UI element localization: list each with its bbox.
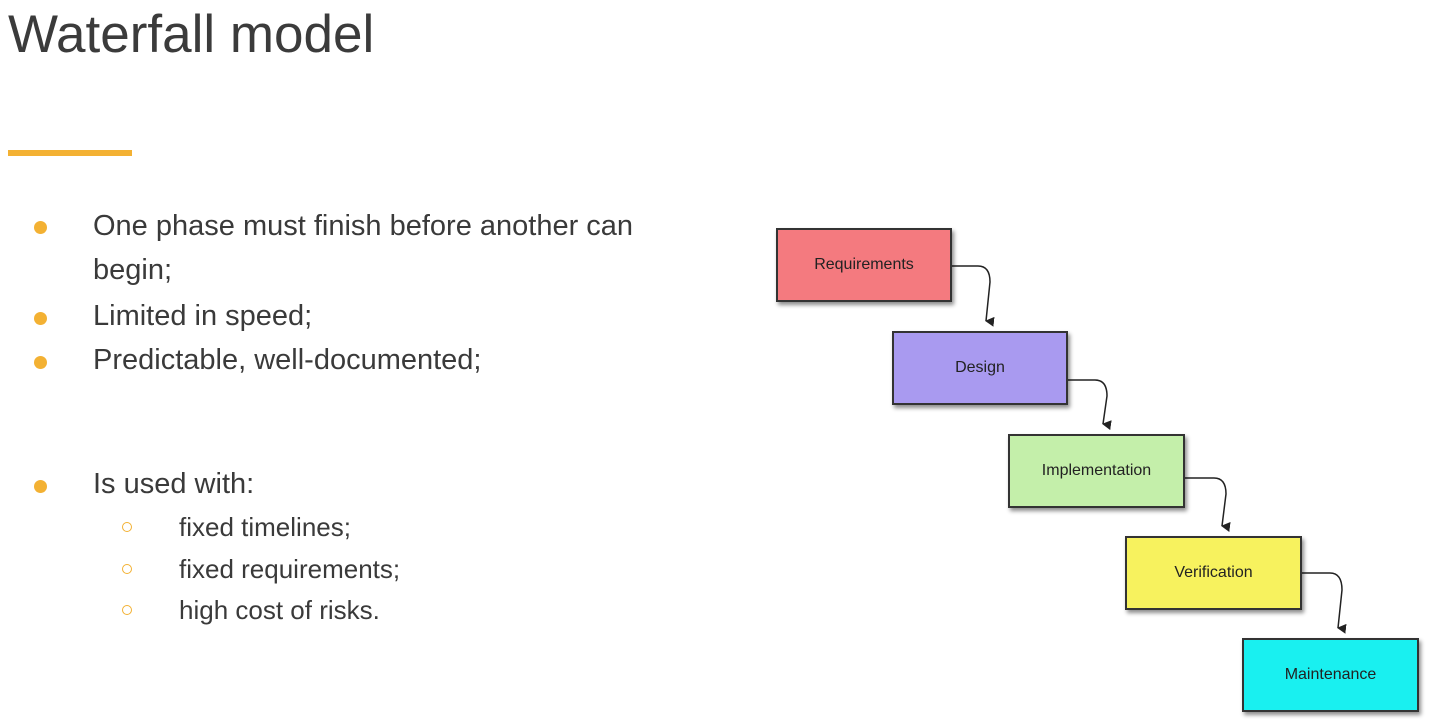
stage-label: Requirements	[814, 256, 914, 273]
flow-arrow	[1185, 477, 1231, 532]
flow-arrow	[951, 265, 995, 327]
bullet-text: begin;	[93, 254, 173, 286]
stage-label: Design	[955, 359, 1005, 376]
stage-label: Maintenance	[1284, 666, 1377, 683]
stage-label: Verification	[1174, 564, 1253, 581]
sub-bullet-text: fixed timelines;	[179, 512, 351, 542]
bullet-text: Is used with:	[93, 468, 255, 500]
bullet-dot-icon	[34, 480, 47, 493]
title-accent-line	[8, 150, 132, 156]
flow-arrow	[1068, 379, 1112, 431]
flow-arrow	[1302, 572, 1347, 634]
stage-implementation: Implementation	[1008, 434, 1185, 508]
sub-bullet-ring-icon	[122, 605, 132, 615]
waterfall-diagram: Requirements Design Implementation Verif…	[740, 210, 1430, 721]
diagram-arrows	[951, 265, 1347, 634]
sub-bullet-text: fixed requirements;	[179, 554, 401, 584]
stage-design: Design	[892, 331, 1068, 405]
stage-verification: Verification	[1125, 536, 1302, 610]
stage-maintenance: Maintenance	[1242, 638, 1419, 712]
sub-bullet-ring-icon	[122, 564, 132, 574]
bullet-text: Limited in speed;	[93, 300, 313, 332]
bullet-dot-icon	[34, 356, 47, 369]
sub-bullet-ring-icon	[122, 522, 132, 532]
bullet-text: Predictable, well-documented;	[93, 344, 482, 376]
bullet-text: One phase must finish before another can	[93, 210, 634, 242]
bullet-dot-icon	[34, 312, 47, 325]
stage-label: Implementation	[1041, 462, 1152, 479]
slide-title: Waterfall model	[8, 5, 375, 64]
stage-requirements: Requirements	[776, 228, 952, 302]
bullet-dot-icon	[34, 221, 47, 234]
sub-bullet-text: high cost of risks.	[179, 595, 380, 625]
